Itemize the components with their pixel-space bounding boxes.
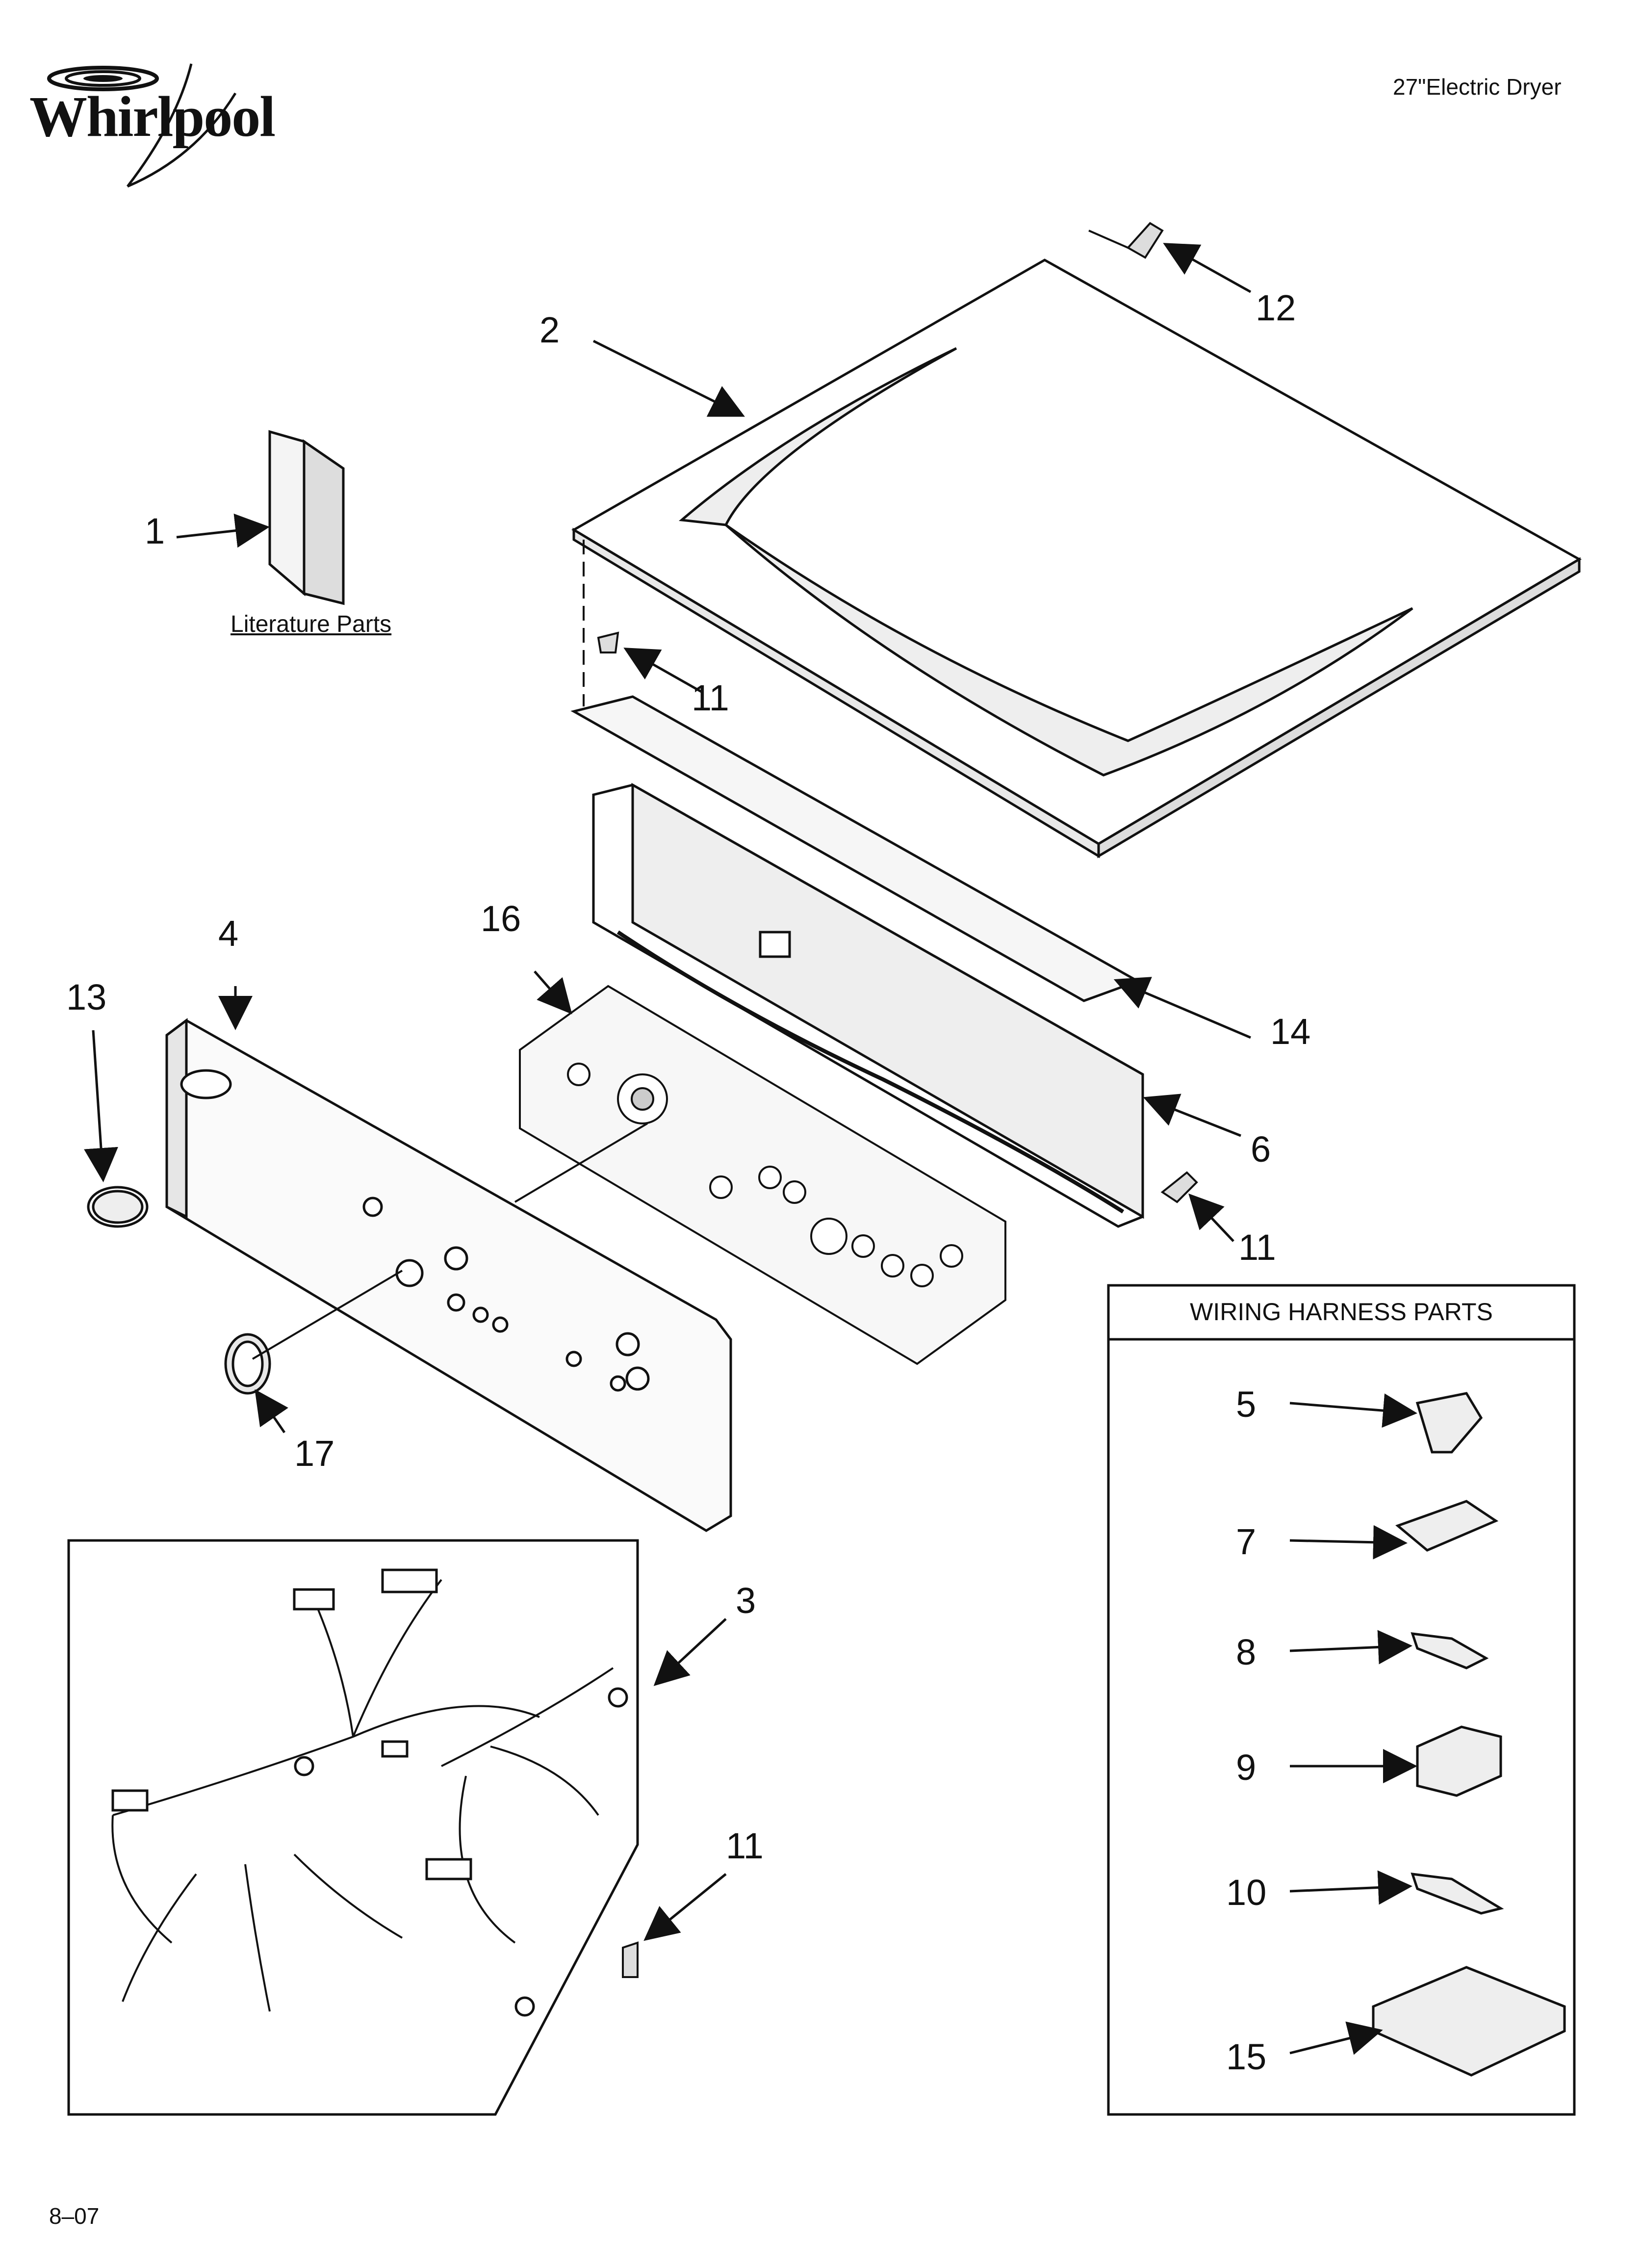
- date-code: 8–07: [49, 2203, 100, 2229]
- literature-booklet: [268, 430, 345, 605]
- guide-lines: [252, 230, 1129, 1360]
- wiring-harness-panel: [67, 1539, 639, 2116]
- callout-8: 8: [1236, 1632, 1257, 1672]
- callout-16: 16: [481, 898, 521, 939]
- product-title: 27"Electric Dryer: [1393, 74, 1562, 100]
- console-bracket: [570, 695, 1144, 1228]
- knob: [224, 1333, 271, 1395]
- control-board: [519, 985, 1006, 1365]
- callout-11b: 11: [1238, 1227, 1276, 1268]
- callout-15: 15: [1226, 2036, 1267, 2077]
- callout-1: 1: [145, 511, 165, 551]
- callout-9: 9: [1236, 1747, 1257, 1788]
- top-cover: [571, 259, 1582, 859]
- callout-7: 7: [1236, 1521, 1257, 1562]
- wiring-parts-frame: [1107, 1284, 1576, 2116]
- callout-2: 2: [539, 310, 560, 350]
- wiring-part-icons: [1372, 1392, 1566, 2077]
- console-front-panel: [165, 1018, 732, 1532]
- callout-5: 5: [1236, 1384, 1257, 1425]
- screw-icon: [597, 222, 1198, 1978]
- logo-swirl-icon: [47, 63, 237, 188]
- callout-6: 6: [1251, 1129, 1271, 1170]
- whirlpool-logo: Whirlpool: [29, 44, 334, 201]
- literature-label: Literature Parts: [231, 611, 392, 637]
- callout-14: 14: [1270, 1011, 1311, 1052]
- wiring-box-title: WIRING HARNESS PARTS: [1190, 1298, 1493, 1326]
- callout-3: 3: [736, 1580, 756, 1621]
- callout-arrows: [84, 243, 1417, 2055]
- callout-4: 4: [218, 913, 239, 954]
- callout-11a: 11: [692, 678, 729, 718]
- callout-13: 13: [66, 977, 107, 1017]
- callout-17: 17: [294, 1433, 335, 1474]
- callout-11c: 11: [726, 1825, 764, 1866]
- trim-ring: [87, 1186, 149, 1228]
- logo-text: Whirlpool: [29, 84, 276, 149]
- callout-12: 12: [1256, 287, 1296, 328]
- callout-10: 10: [1226, 1872, 1267, 1913]
